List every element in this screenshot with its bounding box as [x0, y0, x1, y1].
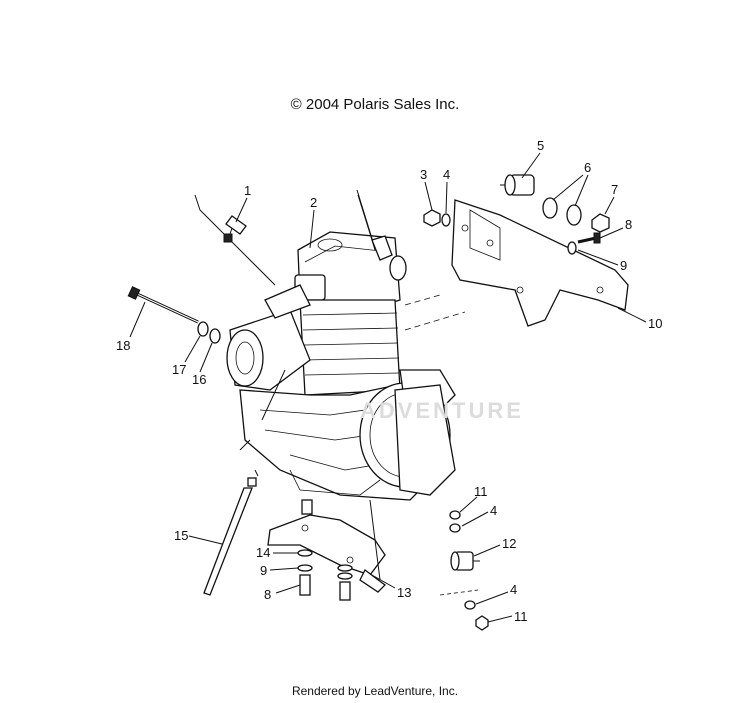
callout-4-bottom: 4 — [510, 582, 517, 597]
dipstick-part — [356, 189, 407, 281]
callout-1: 1 — [244, 183, 251, 198]
callout-9-top: 9 — [620, 258, 627, 273]
spark-plug-part — [223, 215, 247, 243]
callout-15: 15 — [174, 528, 188, 543]
rubber-mount-top-part — [500, 174, 535, 196]
washer-14-part — [297, 549, 313, 557]
callout-10: 10 — [648, 316, 662, 331]
callout-8-top: 8 — [625, 217, 632, 232]
upper-bracket-part — [451, 199, 629, 327]
callout-13: 13 — [397, 585, 411, 600]
nut-7-part — [591, 213, 610, 233]
callout-12: 12 — [502, 536, 516, 551]
callout-17: 17 — [172, 362, 186, 377]
callout-9-bottom: 9 — [260, 563, 267, 578]
callout-2: 2 — [310, 195, 317, 210]
washer-6b-part — [566, 204, 582, 226]
callout-6: 6 — [584, 160, 591, 175]
washer-6a-part — [542, 197, 558, 219]
engine-assembly — [194, 194, 456, 501]
leader-lines — [129, 152, 647, 623]
callout-3: 3 — [420, 167, 427, 182]
callout-16: 16 — [192, 372, 206, 387]
callout-11-upper: 11 — [474, 484, 488, 499]
bolt-under-engine-part — [301, 499, 313, 515]
callout-7: 7 — [611, 182, 618, 197]
copyright-text: © 2004 Polaris Sales Inc. — [290, 96, 460, 113]
washer-4-top-part — [441, 213, 451, 227]
callout-numbers: 1 2 3 4 5 6 7 8 9 10 18 17 16 11 4 12 15… — [116, 138, 662, 624]
callout-18: 18 — [116, 338, 130, 353]
washer-17-part — [197, 321, 209, 337]
nut-3-part — [423, 209, 441, 227]
callout-5: 5 — [537, 138, 544, 153]
bolt-8-upper-part — [567, 232, 601, 255]
watermark-text: ADVENTURE — [360, 398, 524, 423]
nut-16-part — [209, 328, 221, 344]
washer-bottom-right-part — [337, 564, 353, 572]
callout-4-top: 4 — [443, 167, 450, 182]
callout-14: 14 — [256, 545, 270, 560]
rendered-by-text: Rendered by LeadVenture, Inc. — [291, 684, 459, 698]
rod-15-part — [203, 469, 259, 596]
callout-8-bottom: 8 — [264, 587, 271, 602]
washer-9-bottom-part — [297, 564, 313, 572]
callout-11-bottom: 11 — [514, 609, 528, 624]
washer-bottom-right2-part — [337, 572, 353, 580]
lower-mount-parts — [449, 510, 489, 631]
callout-4-mid: 4 — [490, 503, 497, 518]
bottom-bracket-part — [267, 499, 386, 593]
through-bolt-part — [127, 286, 199, 324]
